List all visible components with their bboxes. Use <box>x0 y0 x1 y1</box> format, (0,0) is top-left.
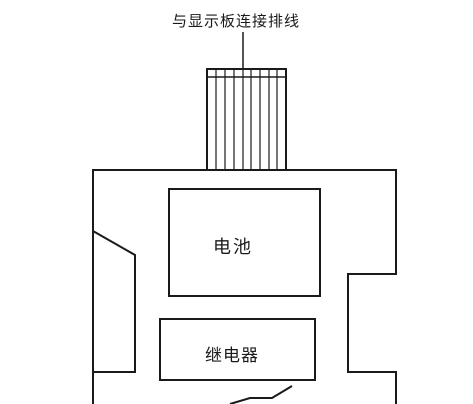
bottom-component <box>229 385 293 404</box>
battery-label: 电池 <box>213 237 253 258</box>
housing-outline <box>92 169 397 404</box>
cable-label: 与显示板连接排线 <box>172 12 301 30</box>
ribbon-cable <box>206 68 287 171</box>
relay-box <box>159 318 316 381</box>
battery-box <box>168 188 321 297</box>
relay-label: 继电器 <box>205 346 259 366</box>
